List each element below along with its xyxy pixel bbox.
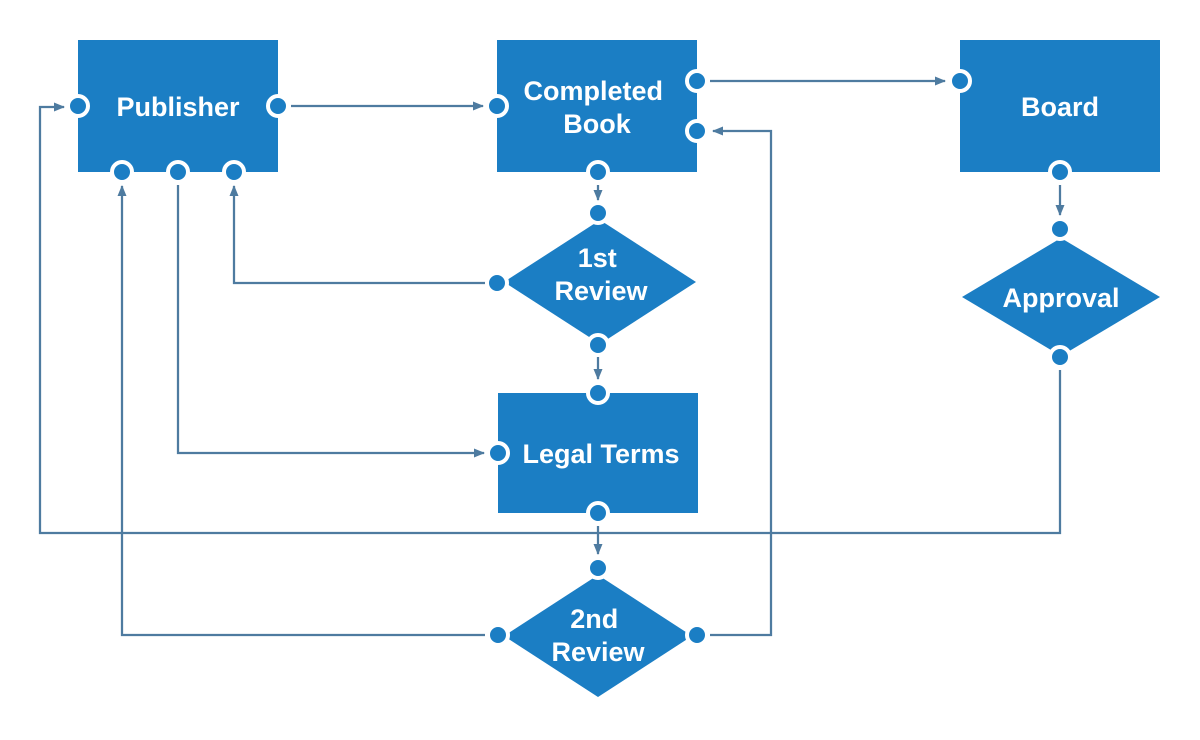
node-completed-book[interactable] — [497, 40, 697, 172]
label-board: Board — [1021, 92, 1099, 122]
port-completed-book-top-right[interactable] — [685, 69, 709, 93]
edge-approval-to-publisher[interactable] — [38, 102, 1062, 535]
port-second-review-top[interactable] — [586, 556, 610, 580]
port-completed-book-bottom[interactable] — [586, 160, 610, 184]
port-legal-terms-top[interactable] — [586, 381, 610, 405]
label-completed-book: Completed Book — [523, 76, 670, 139]
port-board-left[interactable] — [948, 69, 972, 93]
port-legal-terms-bottom[interactable] — [586, 501, 610, 525]
port-board-bottom[interactable] — [1048, 160, 1072, 184]
port-publisher-bottom-2[interactable] — [166, 160, 190, 184]
port-completed-book-right-lower[interactable] — [685, 119, 709, 143]
node-approval[interactable] — [962, 238, 1160, 356]
label-legal-terms: Legal Terms — [522, 439, 679, 469]
label-first-review: 1st Review — [554, 243, 648, 306]
node-board[interactable] — [960, 40, 1160, 172]
edge-first-review-to-publisher[interactable] — [229, 185, 485, 285]
node-publisher[interactable] — [78, 40, 278, 172]
port-publisher-bottom-1[interactable] — [110, 160, 134, 184]
port-first-review-bottom[interactable] — [586, 333, 610, 357]
edge-second-review-to-completed-book[interactable] — [710, 126, 773, 637]
port-approval-bottom[interactable] — [1048, 345, 1072, 369]
port-legal-terms-left[interactable] — [486, 441, 510, 465]
label-approval: Approval — [1002, 283, 1119, 313]
node-second-review[interactable] — [504, 575, 692, 697]
port-publisher-bottom-3[interactable] — [222, 160, 246, 184]
label-second-review: 2nd Review — [551, 604, 645, 667]
port-first-review-left[interactable] — [485, 271, 509, 295]
port-first-review-top[interactable] — [586, 201, 610, 225]
label-publisher: Publisher — [116, 92, 240, 122]
port-publisher-left[interactable] — [66, 94, 90, 118]
port-second-review-right[interactable] — [685, 623, 709, 647]
port-publisher-right[interactable] — [266, 94, 290, 118]
node-first-review[interactable] — [504, 220, 696, 344]
port-approval-top[interactable] — [1048, 217, 1072, 241]
port-completed-book-left[interactable] — [485, 94, 509, 118]
edge-publisher-to-legal-terms[interactable] — [176, 185, 485, 458]
node-legal-terms[interactable] — [498, 393, 698, 513]
edge-second-review-to-publisher[interactable] — [117, 185, 485, 637]
port-second-review-left[interactable] — [486, 623, 510, 647]
